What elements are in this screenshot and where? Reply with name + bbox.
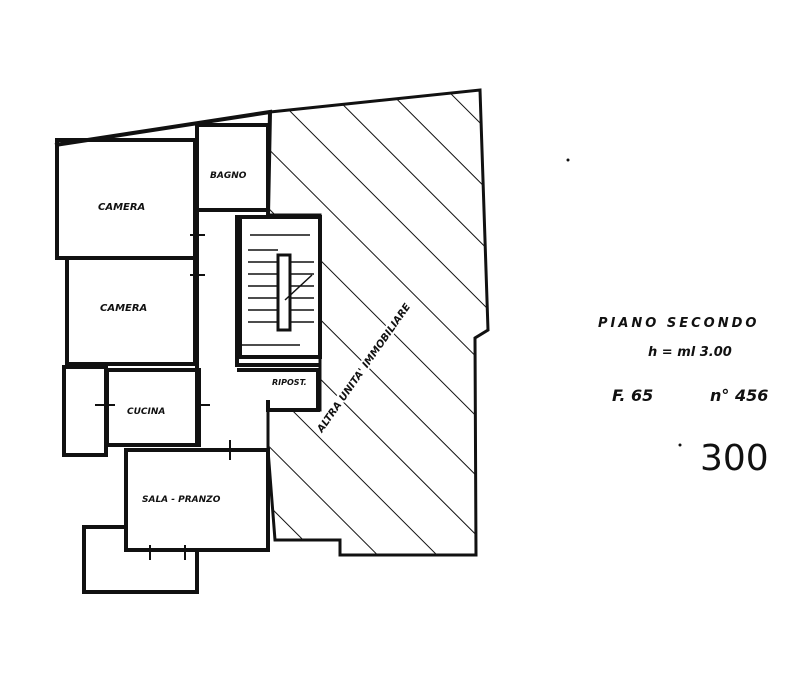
door-marks xyxy=(95,234,231,560)
foglio-note: F. 65 xyxy=(612,386,653,405)
height-note: h = ml 3.00 xyxy=(648,345,732,360)
label-ripostiglio: RIPOST. xyxy=(272,378,307,387)
corridor-wall xyxy=(235,215,320,367)
balcony xyxy=(82,525,199,594)
room-ripostiglio xyxy=(237,368,320,412)
floor-note: PIANO SECONDO xyxy=(598,316,759,331)
stairwell xyxy=(238,215,322,359)
room-bagno xyxy=(195,123,270,212)
stair-steps xyxy=(240,234,314,346)
left-annex xyxy=(62,365,108,457)
room-sala-pranzo xyxy=(124,448,270,552)
label-cucina: CUCINA xyxy=(127,407,165,417)
label-camera-2: CAMERA xyxy=(100,303,147,314)
speck xyxy=(678,443,682,447)
room-cucina xyxy=(105,368,201,447)
label-sala-pranzo: SALA - PRANZO xyxy=(142,495,221,505)
sheet-number: 300 xyxy=(700,438,769,479)
outer-wall xyxy=(54,109,273,216)
speck xyxy=(566,158,570,162)
label-bagno: BAGNO xyxy=(210,171,247,181)
numero-note: n° 456 xyxy=(710,386,768,405)
label-camera-1: CAMERA xyxy=(98,202,145,213)
room-camera-1 xyxy=(55,138,197,260)
